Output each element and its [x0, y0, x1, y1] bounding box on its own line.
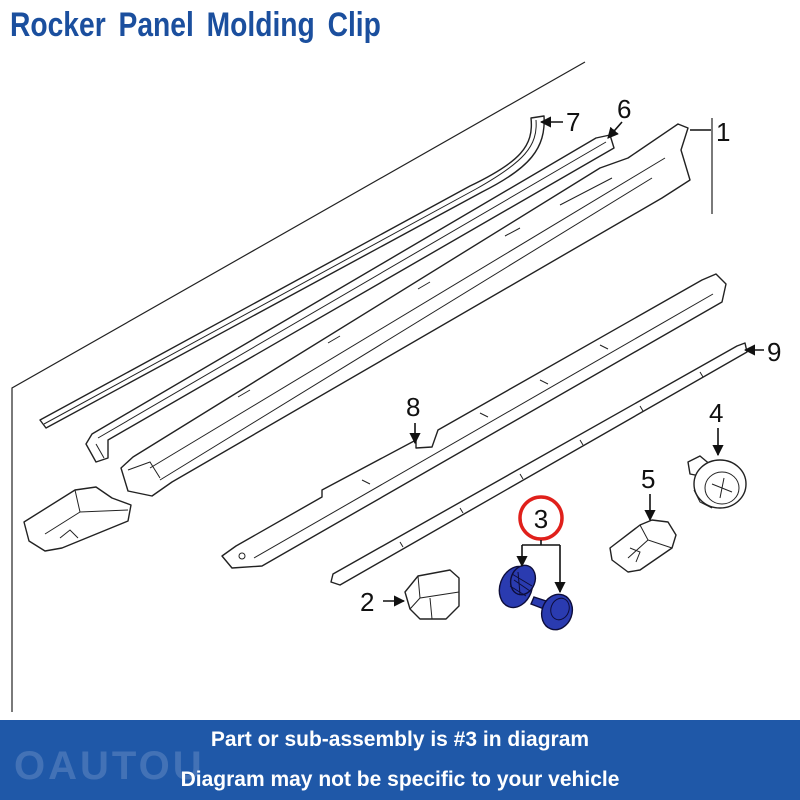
end-bracket — [23, 486, 132, 552]
callout-9: 9 — [743, 337, 781, 367]
footer-banner: OAUTOU Part or sub-assembly is #3 in dia… — [0, 720, 800, 800]
callout-6: 6 — [607, 94, 631, 139]
callout-3: 3 — [516, 495, 566, 594]
part-1-rocker-molding — [120, 123, 691, 497]
callout-5-label: 5 — [641, 464, 655, 494]
callout-7: 7 — [539, 107, 580, 137]
footer-part-note: Part or sub-assembly is #3 in diagram — [210, 728, 590, 751]
highlight-ring — [518, 495, 564, 541]
callout-6-label: 6 — [617, 94, 631, 124]
parts-diagram: 1 6 7 9 8 4 5 3 2 — [11, 61, 781, 712]
part-4-push-pin — [687, 455, 747, 509]
callout-3-label: 3 — [534, 504, 548, 534]
callout-7-label: 7 — [566, 107, 580, 137]
callout-2: 2 — [360, 587, 406, 617]
callout-8: 8 — [406, 392, 421, 445]
callout-4: 4 — [709, 398, 724, 457]
callout-1: 1 — [690, 117, 730, 147]
callout-2-label: 2 — [360, 587, 374, 617]
part-6-weatherstrip — [85, 134, 615, 463]
part-5-u-clip — [609, 519, 677, 573]
callout-8-label: 8 — [406, 392, 420, 422]
callout-9-label: 9 — [767, 337, 781, 367]
page-title: Rocker Panel Molding Clip — [10, 6, 381, 44]
footer-disclaimer: Diagram may not be specific to your vehi… — [180, 768, 620, 791]
part-2-clip — [404, 569, 460, 620]
part-3-clip — [498, 564, 574, 631]
part-7-strip — [39, 115, 545, 429]
callout-4-label: 4 — [709, 398, 723, 428]
part-8-lower-molding — [221, 273, 727, 569]
callout-5: 5 — [641, 464, 656, 522]
callout-1-label: 1 — [716, 117, 730, 147]
watermark: OAUTOU — [14, 744, 205, 788]
diagram-frame — [11, 61, 586, 712]
part-9-strip — [330, 342, 748, 586]
